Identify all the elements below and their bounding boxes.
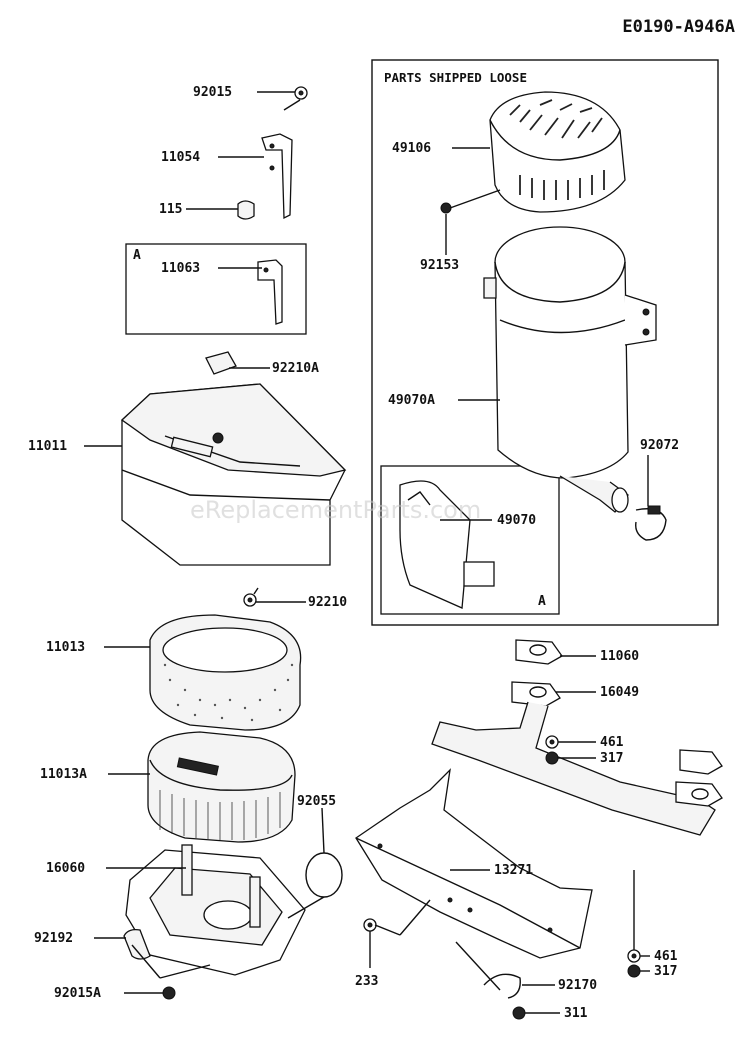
leader-lines	[84, 91, 650, 1014]
callout-92015: 92015	[193, 85, 232, 100]
callout-11013A: 11013A	[40, 767, 87, 782]
callout-92192: 92192	[34, 931, 73, 946]
callout-92170: 92170	[558, 978, 597, 993]
hose-92192-drawing	[123, 928, 151, 960]
muffler-49070-inset-drawing	[399, 480, 495, 609]
callout-13271: 13271	[494, 863, 533, 878]
filter-element-11013A-drawing	[147, 731, 296, 843]
callout-92153: 92153	[420, 258, 459, 273]
callout-92055: 92055	[297, 794, 336, 809]
air-cleaner-cover-11011-drawing	[120, 383, 347, 566]
clip-115-drawing	[237, 200, 255, 220]
nuts-461-317-top-drawing	[545, 735, 559, 765]
callout-49070: 49070	[497, 513, 536, 528]
pre-cleaner-texture	[163, 663, 294, 722]
o-ring-92055-drawing	[305, 852, 343, 898]
muffler-49070A-drawing	[483, 226, 657, 513]
diagram-code: E0190-A946A	[622, 17, 735, 37]
callout-11011: 11011	[28, 439, 67, 454]
callout-317-bottom: 317	[654, 964, 677, 979]
watermark: eReplacementParts.com	[190, 496, 481, 524]
bracket-11063-drawing	[257, 259, 283, 325]
gasket-11060-drawing	[515, 639, 563, 665]
callout-16060: 16060	[46, 861, 85, 876]
pre-cleaner-11013-drawing	[149, 614, 302, 731]
nut-311-drawing	[512, 1006, 526, 1020]
callout-49070A: 49070A	[388, 393, 435, 408]
inset-a-label-muffler: A	[538, 594, 546, 609]
callout-16049: 16049	[600, 685, 639, 700]
bracket-11054-drawing	[261, 99, 301, 220]
screw-233-drawing	[363, 918, 377, 932]
heat-shield-49106-drawing	[489, 91, 626, 213]
inset-a-label-left: A	[133, 248, 141, 263]
clamp-92170-drawing	[483, 973, 521, 999]
heat-shield-slots	[509, 99, 605, 200]
inset-box-a-left	[125, 243, 307, 335]
callout-49106: 49106	[392, 141, 431, 156]
nut-92015-drawing	[294, 86, 308, 100]
parts-shipped-loose-title: PARTS SHIPPED LOOSE	[384, 70, 527, 85]
callout-461-top: 461	[600, 735, 624, 750]
callout-92072: 92072	[640, 438, 679, 453]
clamp-92072-drawing	[635, 505, 667, 541]
shield-plate-13271-drawing	[355, 768, 593, 959]
callout-11060: 11060	[600, 649, 639, 664]
callout-92210: 92210	[308, 595, 347, 610]
bolt-92153-drawing	[440, 202, 452, 214]
manifold-16049-drawing	[431, 681, 723, 836]
base-16060-drawing	[125, 844, 306, 976]
callout-92015A: 92015A	[54, 986, 101, 1001]
callout-11063: 11063	[161, 261, 200, 276]
grommet-92210A-drawing	[205, 351, 237, 375]
callout-311: 311	[564, 1006, 588, 1021]
callout-317-top: 317	[600, 751, 623, 766]
callout-92210A: 92210A	[272, 361, 319, 376]
callout-115: 115	[159, 202, 182, 217]
filter-pleats	[159, 790, 281, 840]
parts-shipped-loose-box	[371, 59, 719, 626]
nuts-461-317-bottom-drawing	[627, 949, 641, 978]
inset-box-a-muffler	[380, 465, 560, 615]
nut-92210-drawing	[243, 587, 259, 607]
callout-11013: 11013	[46, 640, 85, 655]
callout-11054: 11054	[161, 150, 200, 165]
callout-233: 233	[355, 974, 378, 989]
callout-461-bottom: 461	[654, 949, 678, 964]
nut-92015A-drawing	[162, 986, 176, 1000]
